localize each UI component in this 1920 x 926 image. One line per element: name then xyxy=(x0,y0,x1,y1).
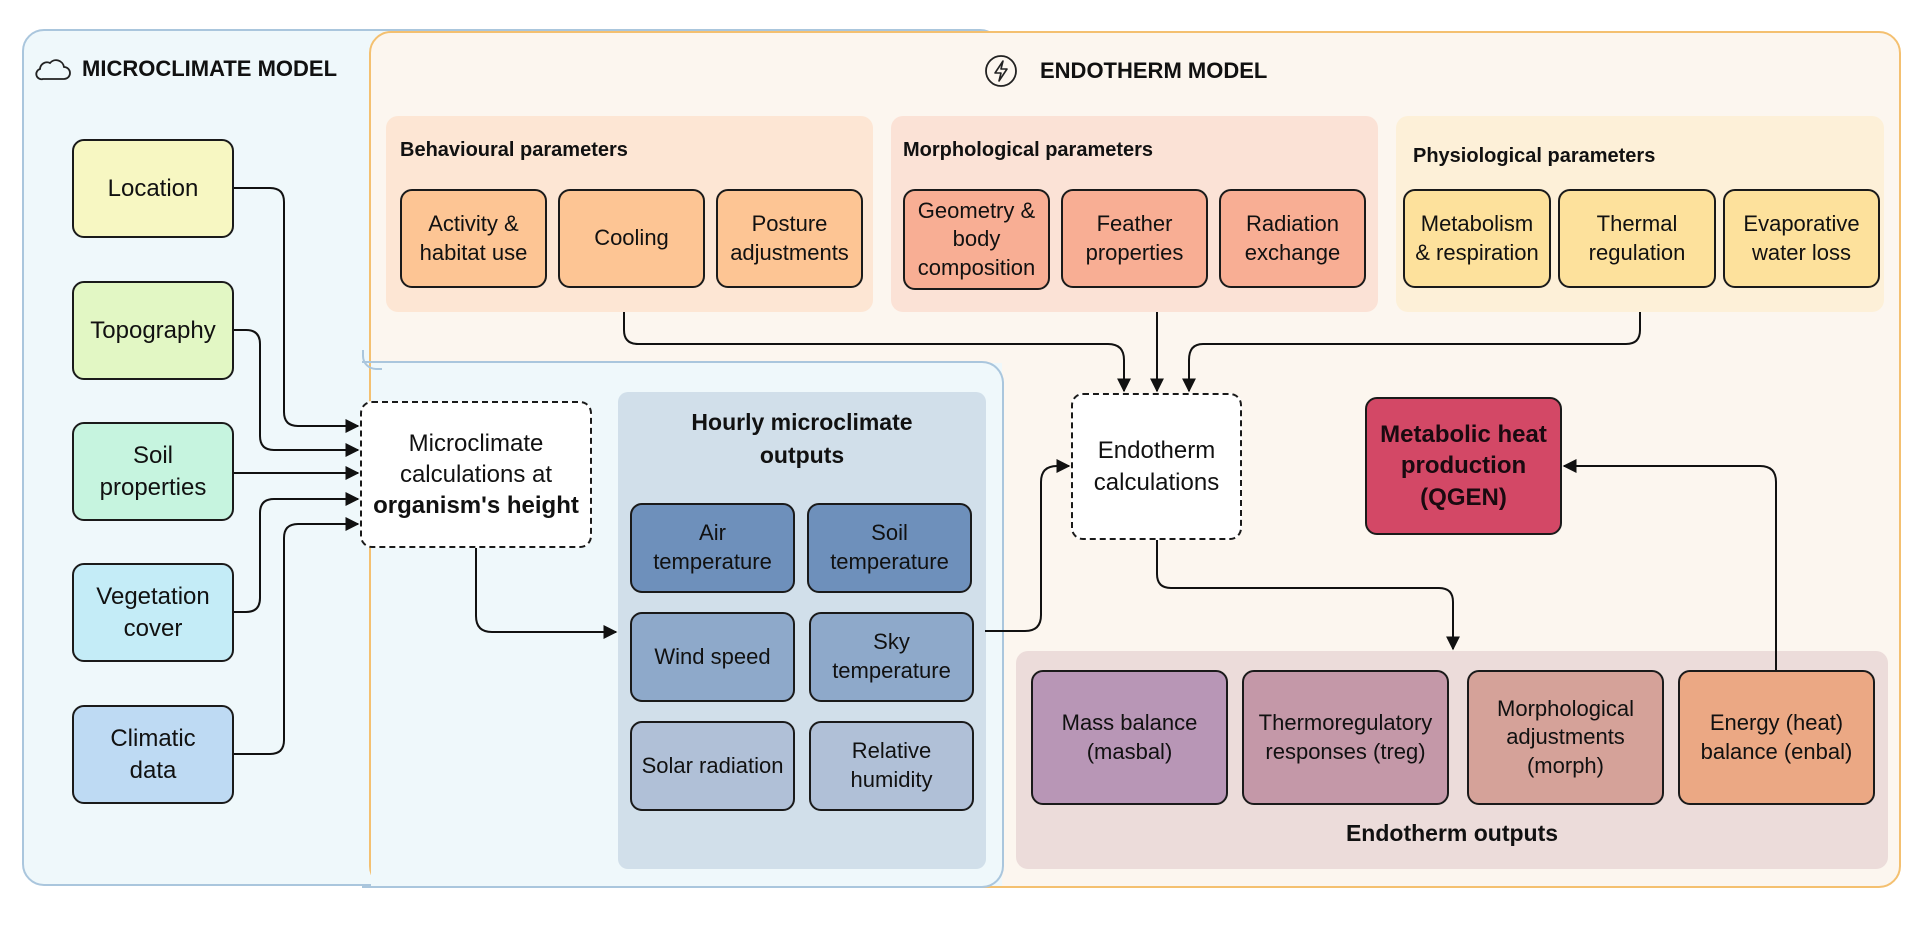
vegetation-cover-input-box: Vegetation cover xyxy=(72,563,234,662)
behavioural-parameters-title: Behavioural parameters xyxy=(400,139,628,161)
topography-input-box: Topography xyxy=(72,281,234,380)
sky-temperature-box: Sky temperature xyxy=(809,612,974,702)
radiation-exchange-box: Radiation exchange xyxy=(1219,189,1366,288)
soil-properties-input-box: Soil properties xyxy=(72,422,234,521)
endotherm-model-title: ENDOTHERM MODEL xyxy=(984,54,1267,88)
soil-temperature-box: Soil temperature xyxy=(807,503,972,593)
wind-speed-box: Wind speed xyxy=(630,612,795,702)
geometry-body-composition-box: Geometry & body composition xyxy=(903,189,1050,290)
air-temperature-box: Air temperature xyxy=(630,503,795,593)
feather-properties-box: Feather properties xyxy=(1061,189,1208,288)
relative-humidity-box: Relative humidity xyxy=(809,721,974,811)
microclimate-calculations-box: Microclimate calculations at organism's … xyxy=(360,401,592,548)
endotherm-calculations-box: Endotherm calculations xyxy=(1071,393,1242,540)
morphological-adjustments-box: Morphological adjustments (morph) xyxy=(1467,670,1664,805)
endotherm-outputs-title: Endotherm outputs xyxy=(1345,820,1559,846)
cloud-icon xyxy=(34,56,72,82)
activity-habitat-box: Activity & habitat use xyxy=(400,189,547,288)
microclimate-model-title-text: MICROCLIMATE MODEL xyxy=(82,56,338,81)
energy-heat-balance-box: Energy (heat) balance (enbal) xyxy=(1678,670,1875,805)
endotherm-model-title-text: ENDOTHERM MODEL xyxy=(1040,58,1268,83)
solar-radiation-box: Solar radiation xyxy=(630,721,795,811)
mass-balance-box: Mass balance (masbal) xyxy=(1031,670,1228,805)
lightning-icon xyxy=(984,54,1018,88)
metabolism-respiration-box: Metabolism & respiration xyxy=(1403,189,1551,288)
physiological-parameters-title: Physiological parameters xyxy=(1413,145,1656,167)
morphological-parameters-title: Morphological parameters xyxy=(903,139,1154,161)
microclimate-calc-text: Microclimate calculations at xyxy=(399,429,553,488)
thermal-regulation-box: Thermal regulation xyxy=(1558,189,1716,288)
microclimate-panel-corner xyxy=(362,350,382,370)
hourly-outputs-title: Hourly microclimate outputs xyxy=(691,409,913,469)
posture-adjustments-box: Posture adjustments xyxy=(716,189,863,288)
microclimate-calc-emphasis: organism's height xyxy=(373,492,579,520)
evaporative-water-loss-box: Evaporative water loss xyxy=(1723,189,1880,288)
location-input-box: Location xyxy=(72,139,234,238)
climatic-data-input-box: Climatic data xyxy=(72,705,234,804)
cooling-box: Cooling xyxy=(558,189,705,288)
microclimate-model-title: MICROCLIMATE MODEL xyxy=(34,56,337,82)
thermoregulatory-responses-box: Thermoregulatory responses (treg) xyxy=(1242,670,1449,805)
metabolic-heat-production-box: Metabolic heat production (QGEN) xyxy=(1365,397,1562,535)
